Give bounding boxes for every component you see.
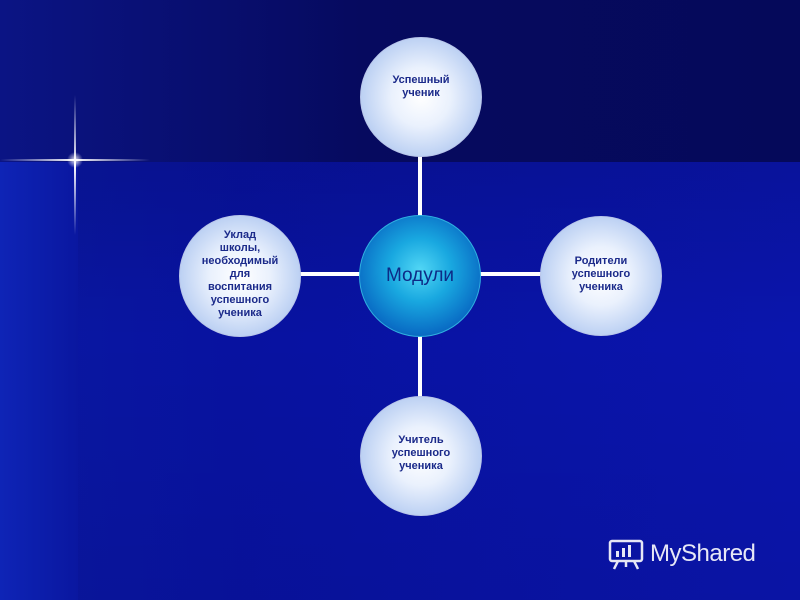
node-left-label: Уклад школы, необходимый для воспитания … bbox=[201, 228, 279, 319]
watermark-text: MyShared bbox=[650, 540, 756, 567]
connector-right bbox=[479, 272, 543, 276]
node-right: Родители успешного ученика bbox=[540, 216, 662, 336]
node-top-label: Успешный ученик bbox=[392, 74, 450, 99]
node-bottom: Учитель успешного ученика bbox=[360, 396, 482, 516]
node-right-label: Родители успешного ученика bbox=[571, 254, 631, 293]
center-node: Модули bbox=[359, 215, 481, 337]
watermark: MyShared bbox=[608, 537, 756, 571]
background-left-panel bbox=[0, 162, 78, 600]
center-node-label: Модули bbox=[385, 265, 455, 286]
node-top: Успешный ученик bbox=[360, 37, 482, 157]
connector-top bbox=[418, 155, 422, 217]
node-left: Уклад школы, необходимый для воспитания … bbox=[179, 215, 301, 337]
connector-left bbox=[298, 272, 361, 276]
sparkle-star-icon bbox=[0, 95, 150, 235]
node-bottom-label: Учитель успешного ученика bbox=[391, 433, 451, 472]
presentation-board-icon bbox=[608, 539, 644, 570]
connector-bottom bbox=[418, 335, 422, 397]
